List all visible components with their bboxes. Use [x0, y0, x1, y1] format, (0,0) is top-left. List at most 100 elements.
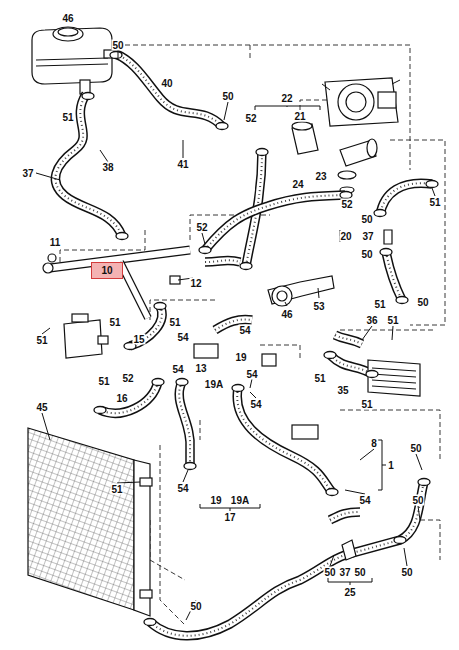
hose-outline [150, 482, 424, 636]
hose-clamp [144, 619, 156, 626]
callout-number: 52 [244, 113, 257, 124]
callout-number: 51 [313, 373, 326, 384]
callout-number: 50 [360, 214, 373, 225]
hose-body [386, 252, 402, 300]
group-brackets [200, 106, 386, 585]
callout-number: 21 [293, 111, 306, 122]
hose-clamp [380, 249, 392, 256]
callout-number: 50 [400, 567, 413, 578]
hose-texture [205, 260, 240, 262]
hose-texture [205, 195, 345, 250]
callout-number: 20 [339, 231, 352, 242]
expansion-tank [32, 27, 118, 94]
callout-number: 53 [312, 301, 325, 312]
callout-number: 54 [171, 364, 184, 375]
callout-number: 13 [194, 363, 207, 374]
hose-clamp [176, 379, 188, 386]
highlight-box: 10 [91, 262, 123, 279]
hose-outline [237, 388, 332, 492]
hose-outline [55, 94, 122, 236]
hose-fittings [292, 122, 377, 193]
flange-parts [194, 276, 334, 439]
callout-number: 51 [97, 376, 110, 387]
hose-clamp [82, 93, 94, 100]
callout-number: 51 [168, 317, 181, 328]
callout-number: 51 [428, 197, 441, 208]
hose-texture [116, 54, 222, 126]
callout-number: 50 [360, 249, 373, 260]
callout-number: 51 [373, 299, 386, 310]
hose-texture [150, 482, 424, 636]
hose-clamp [154, 303, 166, 310]
hose-texture [386, 252, 402, 300]
hose-texture [179, 382, 190, 468]
hose-outline [335, 335, 362, 344]
hose-outline [205, 260, 240, 262]
callout-number: 54 [245, 369, 258, 380]
callout-number: 11 [49, 237, 62, 248]
callout-number: 1 [387, 460, 395, 471]
callout-number: 17 [223, 512, 236, 523]
callout-number: 52 [121, 373, 134, 384]
callout-number: 46 [280, 309, 293, 320]
hose-clamp [374, 210, 386, 217]
hose-clamp [366, 371, 378, 378]
hose-clamp [326, 489, 338, 496]
callout-number: 50 [221, 91, 234, 102]
callout-number: 54 [249, 399, 262, 410]
reservoir [64, 314, 108, 358]
callout-number: 22 [280, 93, 293, 104]
hose-texture [330, 355, 372, 374]
callout-number: 54 [358, 495, 371, 506]
leader-lines [36, 52, 435, 620]
hose-outline [179, 382, 190, 468]
callout-number: 51 [386, 315, 399, 326]
callout-number: 12 [189, 278, 202, 289]
callout-number: 50 [409, 443, 422, 454]
callout-number: 54 [176, 332, 189, 343]
hose-body [205, 260, 240, 262]
hose-clamp [232, 385, 244, 392]
callout-number: 24 [291, 179, 304, 190]
hose-outline [116, 54, 222, 126]
callout-number: 45 [35, 402, 48, 413]
callout-number: 25 [343, 587, 356, 598]
callout-number: 50 [416, 297, 429, 308]
hose-clamp [199, 247, 211, 254]
callout-number: 8 [370, 438, 378, 449]
hose-outline [205, 195, 345, 250]
callout-number: 51 [108, 317, 121, 328]
callout-number: 50 [189, 601, 202, 612]
callout-number: 54 [238, 325, 251, 336]
hose-body [179, 382, 190, 468]
hose-outline [100, 382, 158, 413]
callout-number: 50 [411, 495, 424, 506]
hose-body [335, 335, 362, 344]
hose-texture [237, 388, 332, 492]
hose-body [130, 306, 162, 346]
hose-texture [380, 183, 432, 215]
callout-number: 37 [361, 231, 374, 242]
callout-number: 38 [101, 162, 114, 173]
hose-outline [130, 306, 162, 346]
hose-body [330, 355, 372, 374]
hose-outline [330, 512, 360, 520]
callout-number: 41 [176, 159, 189, 170]
hose-texture [335, 335, 362, 344]
hose-clamp [216, 123, 228, 130]
hose-clamps [82, 52, 438, 626]
hose-body [330, 512, 360, 520]
hose-outline [380, 183, 432, 215]
hose-texture [100, 382, 158, 413]
callout-number: 16 [115, 393, 128, 404]
callout-number: 51 [61, 112, 74, 123]
hose-body [205, 195, 345, 250]
hose-clamp [256, 149, 268, 156]
hose-clamp [240, 263, 252, 270]
hose-texture [330, 512, 360, 520]
callout-number: 36 [365, 315, 378, 326]
callout-number: 50 [353, 567, 366, 578]
hose-clamp [396, 297, 408, 304]
callout-number: 19 [209, 495, 222, 506]
